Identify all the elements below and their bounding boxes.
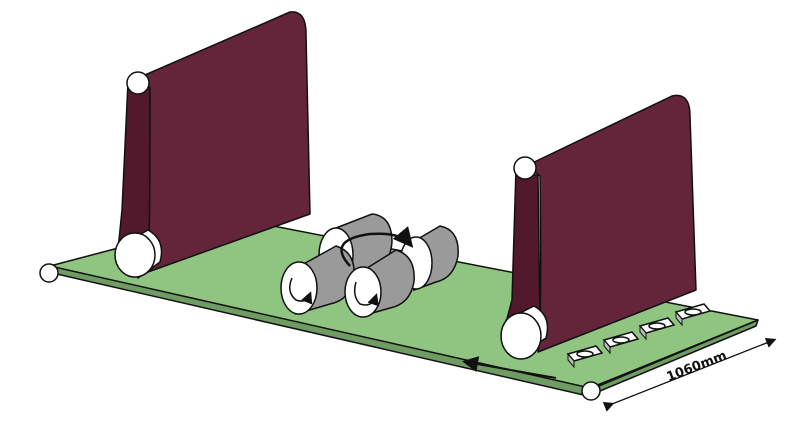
left-curtain-back	[117, 81, 151, 251]
cylinder-front-left	[280, 245, 355, 316]
left-curtain-top-roller	[126, 71, 150, 95]
belt-end-roller-right	[581, 381, 601, 401]
rotation-arrow-icon	[353, 281, 379, 307]
mounting-slot	[638, 317, 676, 341]
belt-direction-arrow	[462, 356, 557, 379]
mounting-slot	[674, 303, 712, 327]
cylinder-front-right	[344, 249, 415, 318]
cylinder-group	[280, 213, 459, 318]
rotation-arrow-icon	[289, 277, 313, 305]
left-arrow-icon	[462, 356, 557, 379]
right-curtain-top-roller	[513, 156, 537, 180]
mounting-slot	[566, 345, 604, 369]
conveyor-belt	[39, 217, 759, 401]
belt-end-roller-left	[39, 263, 59, 283]
left-curtain	[114, 11, 311, 279]
curved-rotation-arrow-icon	[340, 226, 414, 267]
right-curtain	[500, 94, 697, 360]
double-headed-arrow-icon	[602, 338, 777, 412]
